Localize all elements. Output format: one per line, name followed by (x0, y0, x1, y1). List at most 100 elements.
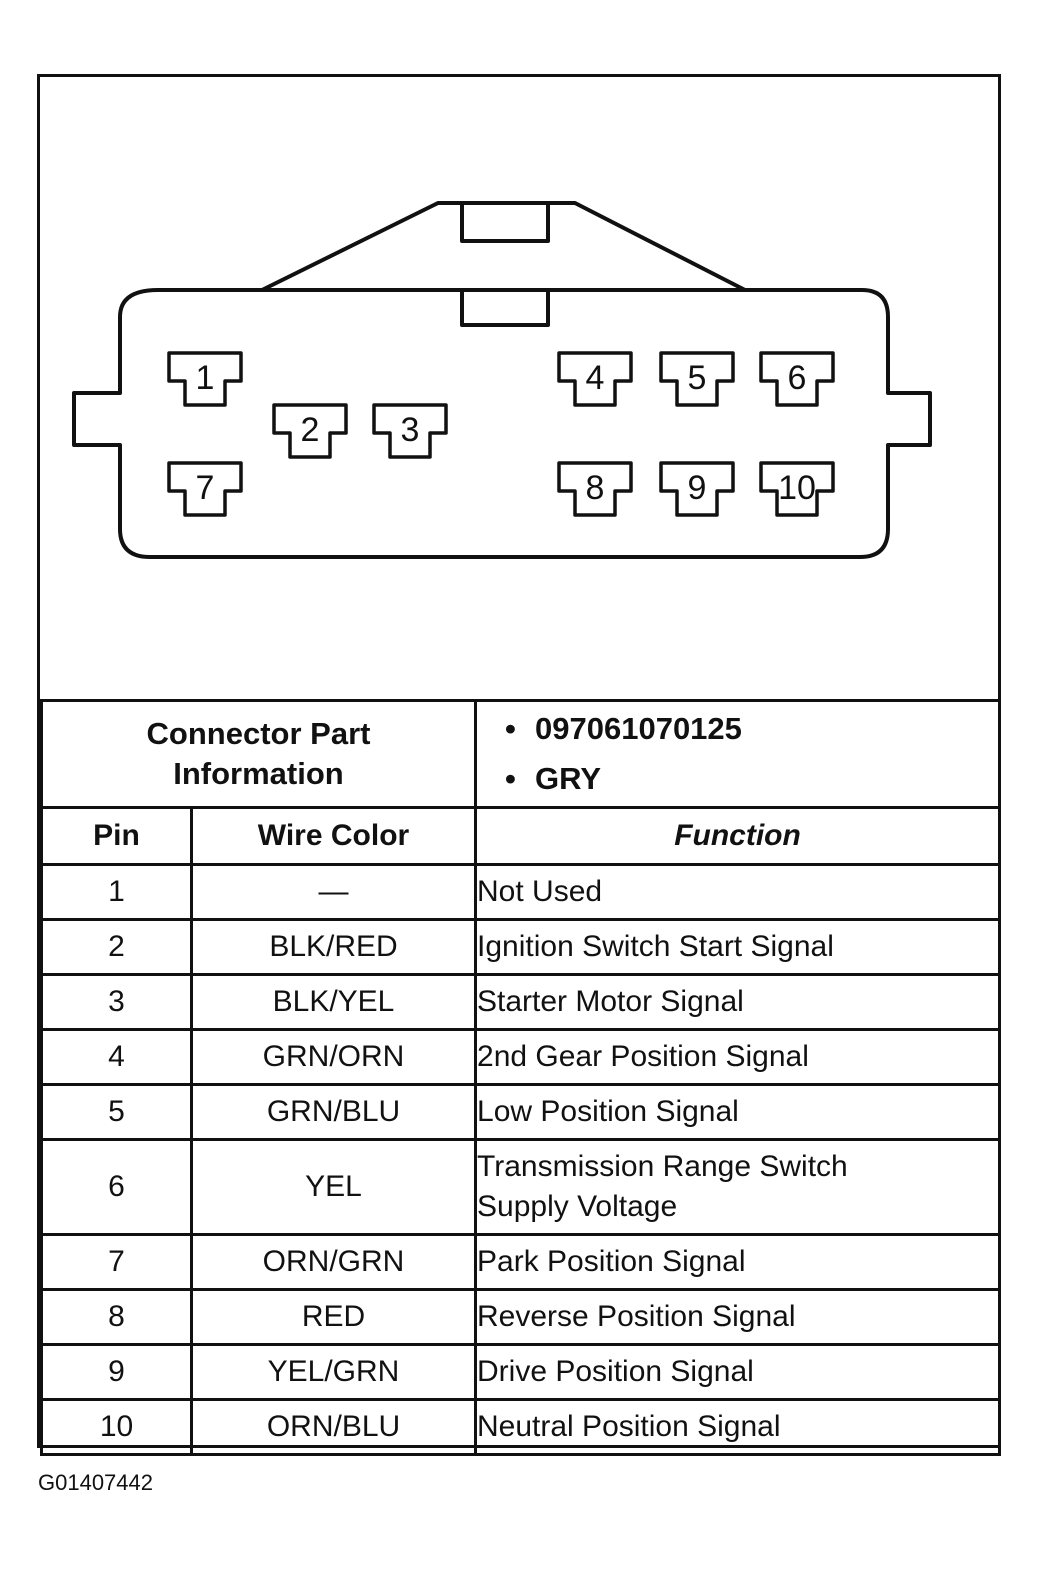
function-text: Low Position Signal (477, 1095, 739, 1128)
pin-cell: 9 (40, 1343, 193, 1401)
part-info-label: Connector Part Information (39, 699, 478, 809)
pin-outline (167, 461, 243, 517)
function-text: Ignition Switch Start Signal (477, 930, 834, 963)
function-cell: Low Position Signal (474, 1083, 1002, 1141)
connector-pin-7: 7 (167, 461, 243, 517)
connector-pin-9: 9 (659, 461, 735, 517)
connector-key-bottom (460, 290, 550, 327)
wire-color-cell: — (189, 863, 478, 921)
wire-color-cell: BLK/RED (189, 918, 478, 976)
connector-pin-10: 10 (759, 461, 835, 517)
pin-number: 2 (301, 411, 320, 449)
function-cell: Ignition Switch Start Signal (474, 918, 1002, 976)
pin-outline (659, 461, 735, 517)
pin-number: 8 (586, 469, 605, 507)
pinout-table: Connector Part Information 097061070125 … (39, 699, 1002, 1456)
pin-outline (272, 403, 348, 459)
connector-pin-2: 2 (272, 403, 348, 459)
wire-color-cell: RED (189, 1288, 478, 1346)
wire-color-cell: GRN/BLU (189, 1083, 478, 1141)
connector-pin-3: 3 (372, 403, 448, 459)
pin-cell: 4 (40, 1028, 193, 1086)
pin-cell: 5 (40, 1083, 193, 1141)
part-info-label-line1: Connector Part (146, 716, 371, 751)
connector-lock-housing (261, 201, 746, 292)
pin-cell: 10 (40, 1398, 193, 1456)
function-cell: Starter Motor Signal (474, 973, 1002, 1031)
part-number: 097061070125 (505, 704, 998, 754)
figure-code: G01407442 (38, 1470, 153, 1495)
pin-layer: 1 2 3 4 5 6 7 8 9 10 (167, 351, 835, 517)
column-header-row: Pin Wire Color Function (40, 806, 1002, 866)
function-text: Drive Position Signal (477, 1355, 754, 1388)
column-header-wire-color: Wire Color (189, 806, 478, 866)
wire-color-cell: ORN/GRN (189, 1233, 478, 1291)
pin-cell: 7 (40, 1233, 193, 1291)
pin-outline (759, 461, 835, 517)
pin-cell: 6 (40, 1138, 193, 1236)
column-header-function: Function (474, 806, 1002, 866)
function-text: Not Used (477, 875, 603, 908)
pin-number: 10 (778, 469, 816, 507)
pin-number: 4 (586, 359, 605, 397)
wire-color-cell: YEL/GRN (189, 1343, 478, 1401)
function-text: Starter Motor Signal (477, 985, 744, 1018)
part-info-row: Connector Part Information 097061070125 … (39, 699, 1002, 809)
wire-color-cell: GRN/ORN (189, 1028, 478, 1086)
pin-cell: 2 (40, 918, 193, 976)
function-cell: Reverse Position Signal (474, 1288, 1002, 1346)
connector-pin-8: 8 (557, 461, 633, 517)
pin-outline (372, 403, 448, 459)
pin-outline (167, 351, 243, 407)
function-cell: Drive Position Signal (474, 1343, 1002, 1401)
pin-number: 5 (688, 359, 707, 397)
function-text: 2nd Gear Position Signal (477, 1040, 809, 1073)
part-info-values: 097061070125 GRY (474, 699, 1002, 809)
wire-color-cell: BLK/YEL (189, 973, 478, 1031)
table-row: 1—Not Used (40, 863, 1002, 921)
function-text: Neutral Position Signal (477, 1410, 781, 1443)
pin-cell: 8 (40, 1288, 193, 1346)
part-info-label-line2: Information (173, 756, 344, 791)
pin-number: 6 (788, 359, 807, 397)
connector-color: GRY (505, 754, 998, 804)
pin-number: 9 (688, 469, 707, 507)
column-header-pin: Pin (40, 806, 193, 866)
pin-number: 7 (196, 469, 215, 507)
wire-color-cell: YEL (189, 1138, 478, 1236)
connector-key-top (460, 203, 550, 243)
connector-face-svg: 1 2 3 4 5 6 7 8 9 10 (72, 201, 932, 559)
function-text: Transmission Range Switch (477, 1150, 848, 1183)
function-text: Reverse Position Signal (477, 1300, 796, 1333)
function-cell: 2nd Gear Position Signal (474, 1028, 1002, 1086)
function-text: Park Position Signal (477, 1245, 746, 1278)
connector-body-outline (72, 288, 932, 559)
connector-pin-4: 4 (557, 351, 633, 407)
pin-number: 3 (401, 411, 420, 449)
connector-pin-5: 5 (659, 351, 735, 407)
function-text-line2: Supply Voltage (477, 1190, 678, 1223)
wire-color-cell: ORN/BLU (189, 1398, 478, 1456)
pin-cell: 3 (40, 973, 193, 1031)
connector-pin-1: 1 (167, 351, 243, 407)
connector-diagram: 1 2 3 4 5 6 7 8 9 10 (40, 77, 998, 699)
pin-outline (759, 351, 835, 407)
pin-outline (659, 351, 735, 407)
connector-pin-6: 6 (759, 351, 835, 407)
pin-number: 1 (196, 359, 215, 397)
function-cell: Park Position Signal (474, 1233, 1002, 1291)
pin-cell: 1 (40, 863, 193, 921)
function-cell: Neutral Position Signal (474, 1398, 1002, 1456)
pin-outline (557, 351, 633, 407)
